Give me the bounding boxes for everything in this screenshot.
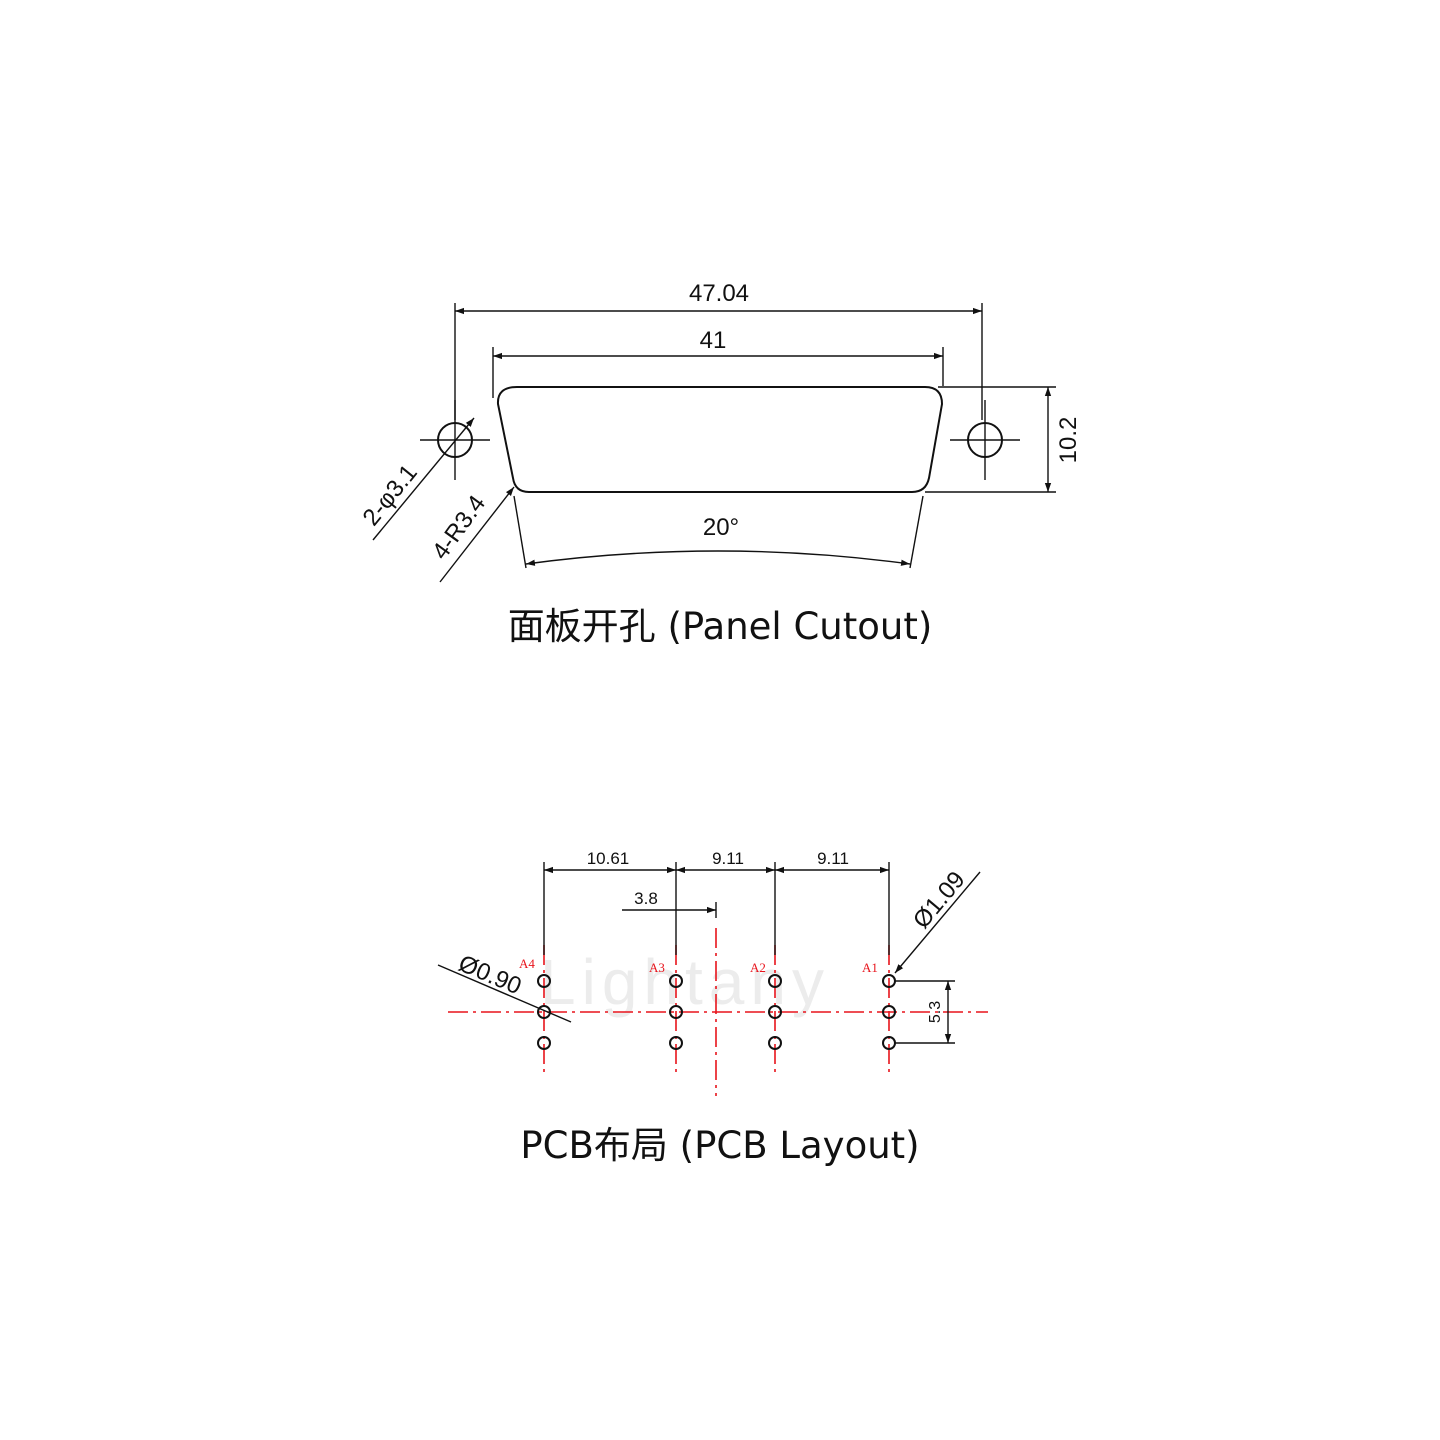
dim-pitch-a4-a3-label: 10.61 (587, 849, 630, 868)
pcb-layout-caption: PCB布局 (PCB Layout) (520, 1124, 919, 1167)
dim-offset-label: 3.8 (634, 889, 658, 908)
watermark: Lightany (540, 946, 830, 1018)
pin-label-a2: A2 (750, 960, 766, 975)
dim-shell-width: 41 (492, 327, 944, 398)
pin-label-a3: A3 (649, 960, 665, 975)
dim-pitch-a3-a2-label: 9.11 (712, 849, 744, 868)
leader-corner-radius: 4-R3.4 (427, 486, 515, 583)
dim-overall-width-label: 47.04 (689, 280, 749, 307)
pin-label-a1: A1 (862, 960, 878, 975)
pin-column-a3 (669, 974, 683, 1050)
dim-shell-width-label: 41 (700, 327, 727, 354)
panel-cutout-view: 47.04 41 10.2 20° 2-φ3.1 (358, 280, 1082, 648)
pcb-layout-view: Lightany A4 A3 A (437, 849, 988, 1167)
dsub-shell-outline (496, 386, 944, 493)
leader-pin-dia-large: Ø1.09 (894, 866, 981, 974)
dim-height-label: 10.2 (1055, 417, 1082, 464)
pin-column-a2 (768, 974, 782, 1050)
dim-pin-dia-small-label: Ø0.90 (455, 950, 526, 1000)
dim-corner-radius-label: 4-R3.4 (427, 491, 491, 565)
dim-offset: 3.8 (622, 889, 717, 918)
dim-overall-width: 47.04 (454, 280, 983, 420)
dim-angle: 20° (513, 495, 924, 569)
dim-pin-dia-large-label: Ø1.09 (908, 866, 971, 933)
dim-angle-label: 20° (703, 514, 739, 541)
dim-pitches: 10.61 9.11 9.11 (543, 849, 890, 955)
dim-pitch-a2-a1-label: 9.11 (817, 849, 849, 868)
pin-column-a4 (537, 974, 551, 1050)
dim-row-span: 5.3 (895, 980, 955, 1044)
panel-cutout-caption: 面板开孔 (Panel Cutout) (508, 605, 933, 648)
dim-row-span-label: 5.3 (927, 1001, 944, 1023)
pin-label-a4: A4 (519, 956, 535, 971)
right-mount-hole (950, 400, 1020, 480)
dim-height: 10.2 (925, 386, 1082, 493)
